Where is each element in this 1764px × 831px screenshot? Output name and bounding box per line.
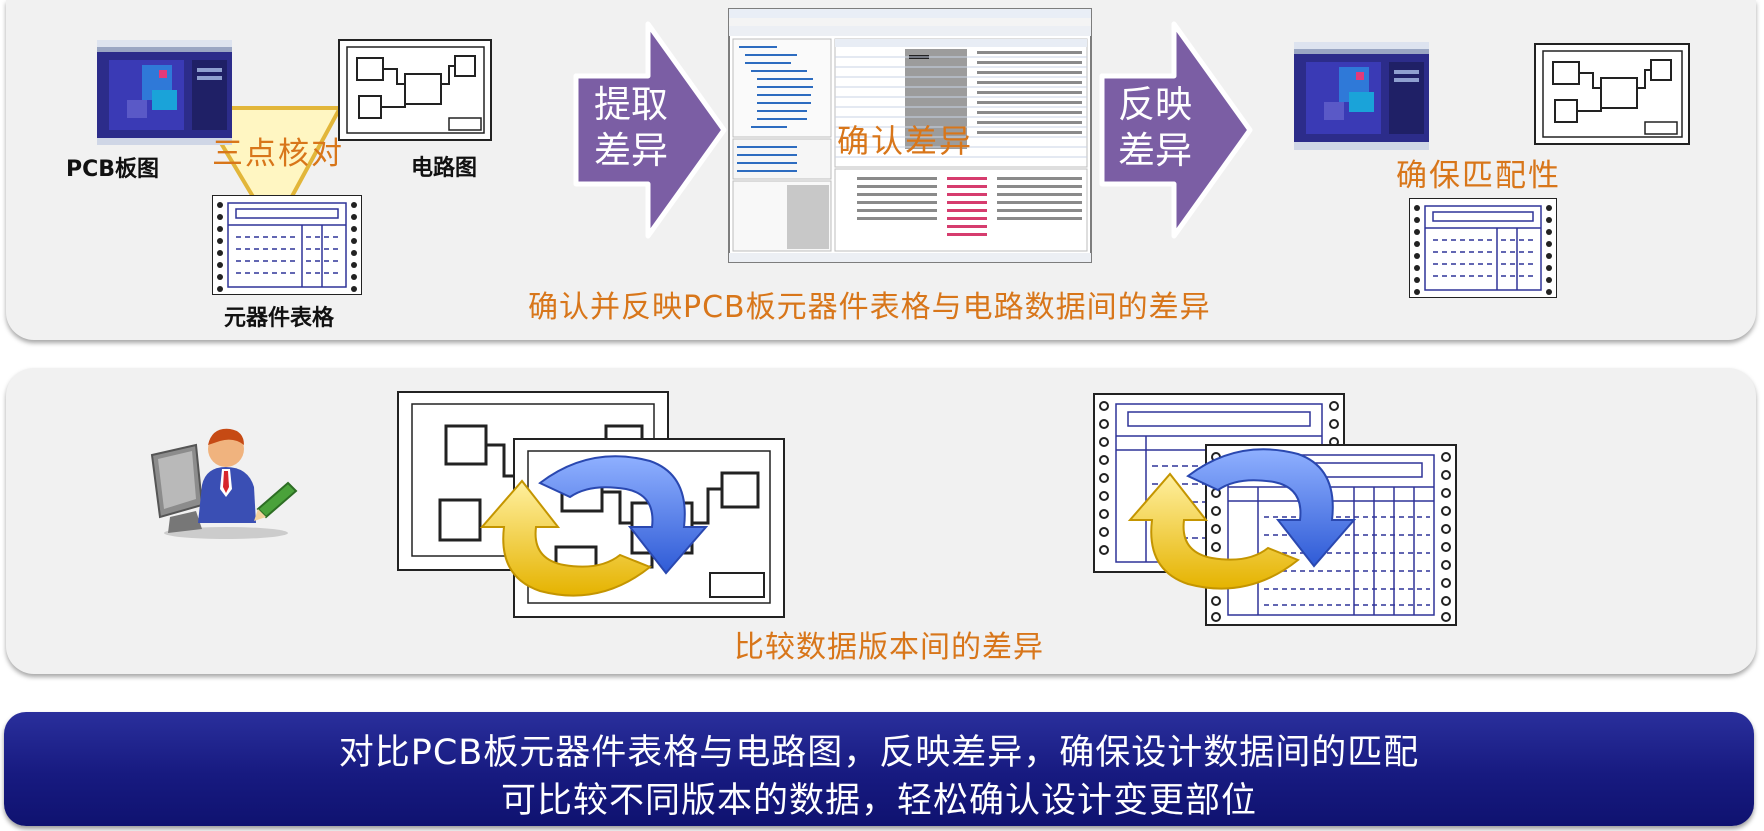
top-caption: 确认并反映PCB板元器件表格与电路数据间的差异: [528, 290, 1211, 325]
middle-caption: 比较数据版本间的差异: [734, 630, 1044, 665]
summary-banner: 对比PCB板元器件表格与电路图，反映差异，确保设计数据间的匹配 可比较不同版本的…: [4, 712, 1754, 826]
pcb-board-thumbnail-right: [1294, 42, 1429, 150]
designer-at-computer-icon: [150, 428, 298, 539]
extract-arrow-line2: 差异: [594, 129, 668, 172]
circuit-label: 电路图: [411, 156, 478, 181]
extract-arrow: [573, 21, 727, 239]
extract-arrow-line1: 提取: [594, 83, 668, 126]
compare-sync-icon: [479, 455, 709, 597]
table-label: 元器件表格: [224, 306, 335, 331]
ensure-match-label: 确保匹配性: [1396, 158, 1561, 194]
reflect-arrow: [1099, 21, 1253, 239]
triangle-label: 三点核对: [212, 136, 344, 172]
middle-panel: [6, 368, 1756, 674]
component-table-icon-right: [1409, 198, 1557, 298]
banner-line-1: 对比PCB板元器件表格与电路图，反映差异，确保设计数据间的匹配: [338, 733, 1420, 773]
reflect-arrow-line2: 差异: [1118, 129, 1192, 172]
compare-sync-icon-table: [1127, 448, 1357, 590]
compare-app-screenshot: [728, 8, 1092, 263]
pcb-label: PCB板图: [66, 157, 160, 182]
component-table-icon: [212, 195, 362, 295]
banner-line-2: 可比较不同版本的数据，轻松确认设计变更部位: [500, 781, 1257, 821]
confirm-diff-label: 确认差异: [837, 122, 974, 160]
circuit-diagram-icon: [338, 39, 492, 141]
reflect-arrow-line1: 反映: [1118, 83, 1192, 126]
pcb-board-thumbnail: [97, 40, 232, 145]
circuit-diagram-icon-right: [1534, 43, 1690, 145]
